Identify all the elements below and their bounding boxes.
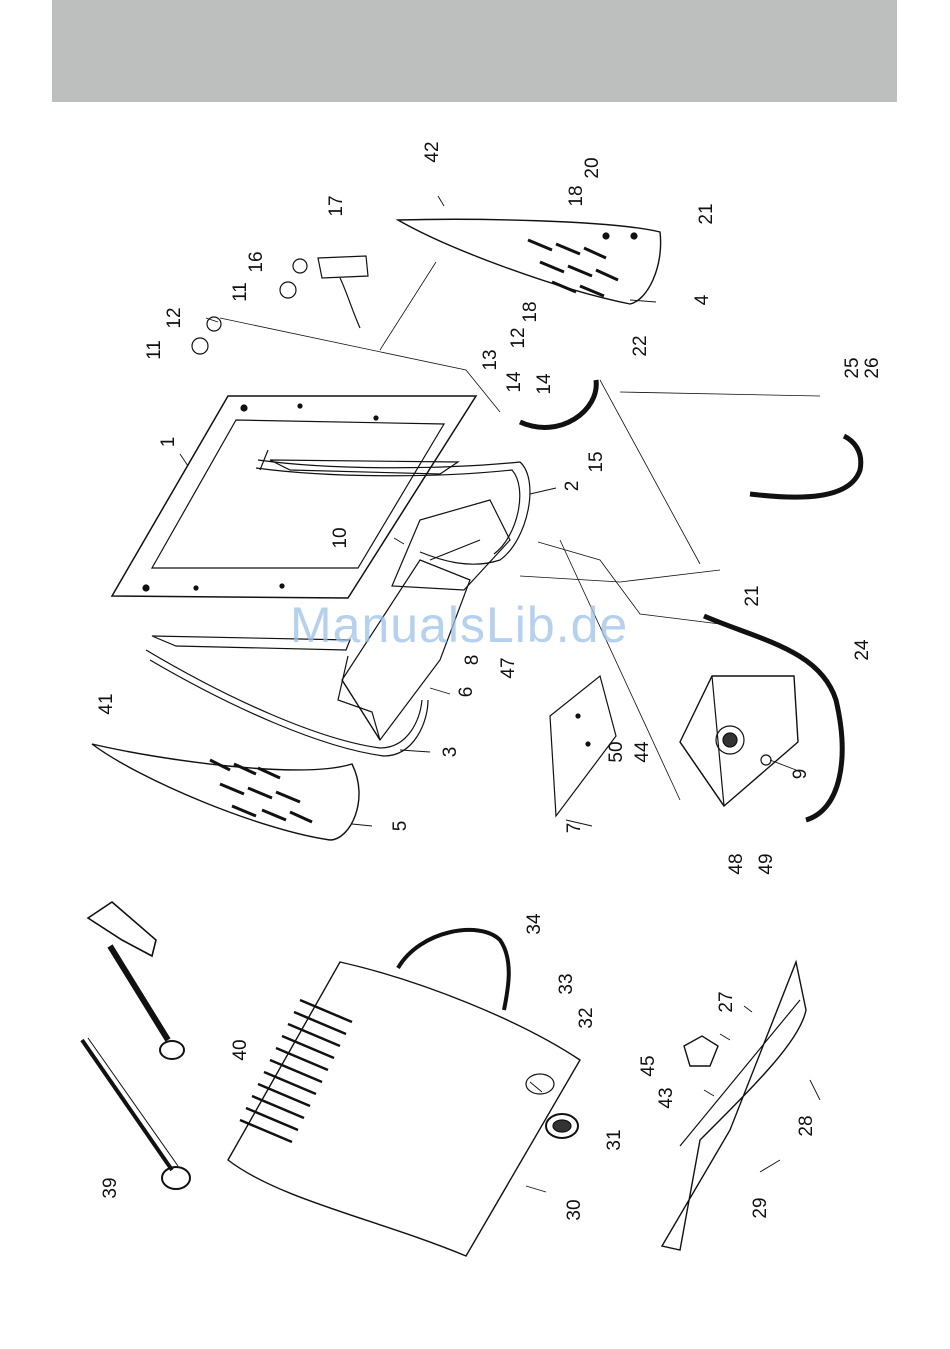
callout-22: 22	[630, 335, 651, 356]
callout-7: 7	[564, 823, 585, 834]
pump-box-part-9	[680, 676, 798, 806]
callout-40: 40	[230, 1039, 251, 1060]
hose-part-24	[704, 616, 842, 820]
callout-21b: 21	[742, 585, 763, 606]
callout-27: 27	[716, 991, 737, 1012]
callout-13: 13	[480, 349, 501, 370]
callout-15: 15	[586, 451, 607, 472]
callout-48: 48	[726, 853, 747, 874]
callout-20: 20	[582, 157, 603, 178]
callout-24: 24	[852, 639, 873, 661]
hose-part-34	[398, 930, 509, 1010]
callout-6: 6	[456, 687, 477, 698]
handle-tube-part-3	[146, 650, 428, 756]
callout-16: 16	[246, 251, 267, 272]
hose-part-26	[750, 436, 861, 497]
callout-42: 42	[422, 141, 443, 162]
callout-49: 49	[756, 853, 777, 874]
callout-labels: 1 2 3 4 5 6 7 8 9 10 11 11 12 12 13 14 1…	[96, 141, 883, 1220]
callout-4: 4	[692, 294, 713, 305]
trigger-gun-part-40	[88, 902, 184, 1059]
callout-5: 5	[390, 821, 411, 832]
callout-29: 29	[750, 1197, 771, 1218]
callout-9: 9	[790, 769, 811, 780]
callout-11a: 11	[144, 340, 165, 360]
callout-41: 41	[96, 693, 117, 714]
leader-lines	[180, 196, 820, 1192]
callout-10: 10	[330, 527, 351, 548]
callout-3: 3	[440, 747, 461, 758]
callout-32: 32	[576, 1007, 597, 1028]
callout-14b: 14	[534, 373, 555, 395]
callout-45: 45	[638, 1055, 659, 1076]
pump-head-part-27	[684, 1036, 718, 1066]
hose-part-15	[520, 380, 596, 427]
callout-28: 28	[796, 1115, 817, 1136]
gauge-part-31	[546, 1114, 578, 1138]
front-cover-part-30	[228, 962, 580, 1256]
callout-14a: 14	[504, 371, 525, 393]
pressure-switch-part-17	[318, 256, 368, 328]
callout-33: 33	[556, 973, 577, 994]
callout-31: 31	[604, 1129, 625, 1150]
callout-18a: 18	[566, 185, 587, 206]
callout-2: 2	[562, 481, 583, 492]
shroud-right-part-4	[398, 219, 661, 304]
callout-30: 30	[564, 1199, 585, 1220]
callout-50: 50	[606, 741, 627, 762]
callout-39: 39	[100, 1177, 121, 1198]
callout-12a: 12	[164, 307, 185, 328]
callout-18b: 18	[520, 301, 541, 322]
callout-21a: 21	[696, 203, 717, 224]
callout-43: 43	[656, 1087, 677, 1108]
callout-12b: 12	[508, 327, 529, 348]
callout-25: 25	[842, 357, 863, 378]
callout-26: 26	[862, 357, 883, 378]
callout-1: 1	[158, 437, 179, 448]
callout-11b: 11	[230, 282, 251, 302]
handle-tube-part-2	[256, 450, 530, 564]
callout-47: 47	[498, 657, 519, 678]
shroud-left-part-5	[92, 744, 359, 840]
callout-17: 17	[326, 195, 347, 216]
callout-44: 44	[632, 741, 653, 763]
lance-part-39	[82, 1038, 190, 1189]
callout-8: 8	[462, 655, 483, 666]
callout-34: 34	[524, 913, 545, 935]
frame-part-1	[112, 396, 476, 598]
